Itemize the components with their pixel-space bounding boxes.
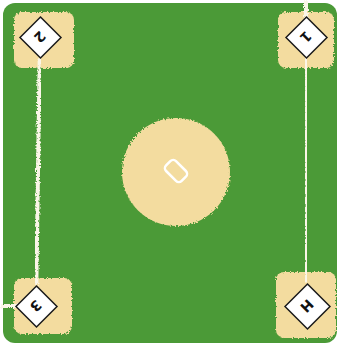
- base-path: [36, 58, 39, 285]
- base-marker: 2: [19, 16, 62, 59]
- pitchers-plate: [163, 158, 188, 183]
- base-marker: 3: [15, 285, 58, 328]
- foul-line: [0, 0, 306, 306]
- pitchers-mound: [122, 118, 230, 226]
- base-path: [304, 58, 309, 282]
- base-path: [58, 304, 284, 308]
- base-dirt: [14, 12, 336, 338]
- grass: [3, 3, 337, 343]
- base-path: [62, 35, 285, 39]
- base-marker: H: [284, 283, 331, 330]
- base-marker: 1: [285, 16, 328, 59]
